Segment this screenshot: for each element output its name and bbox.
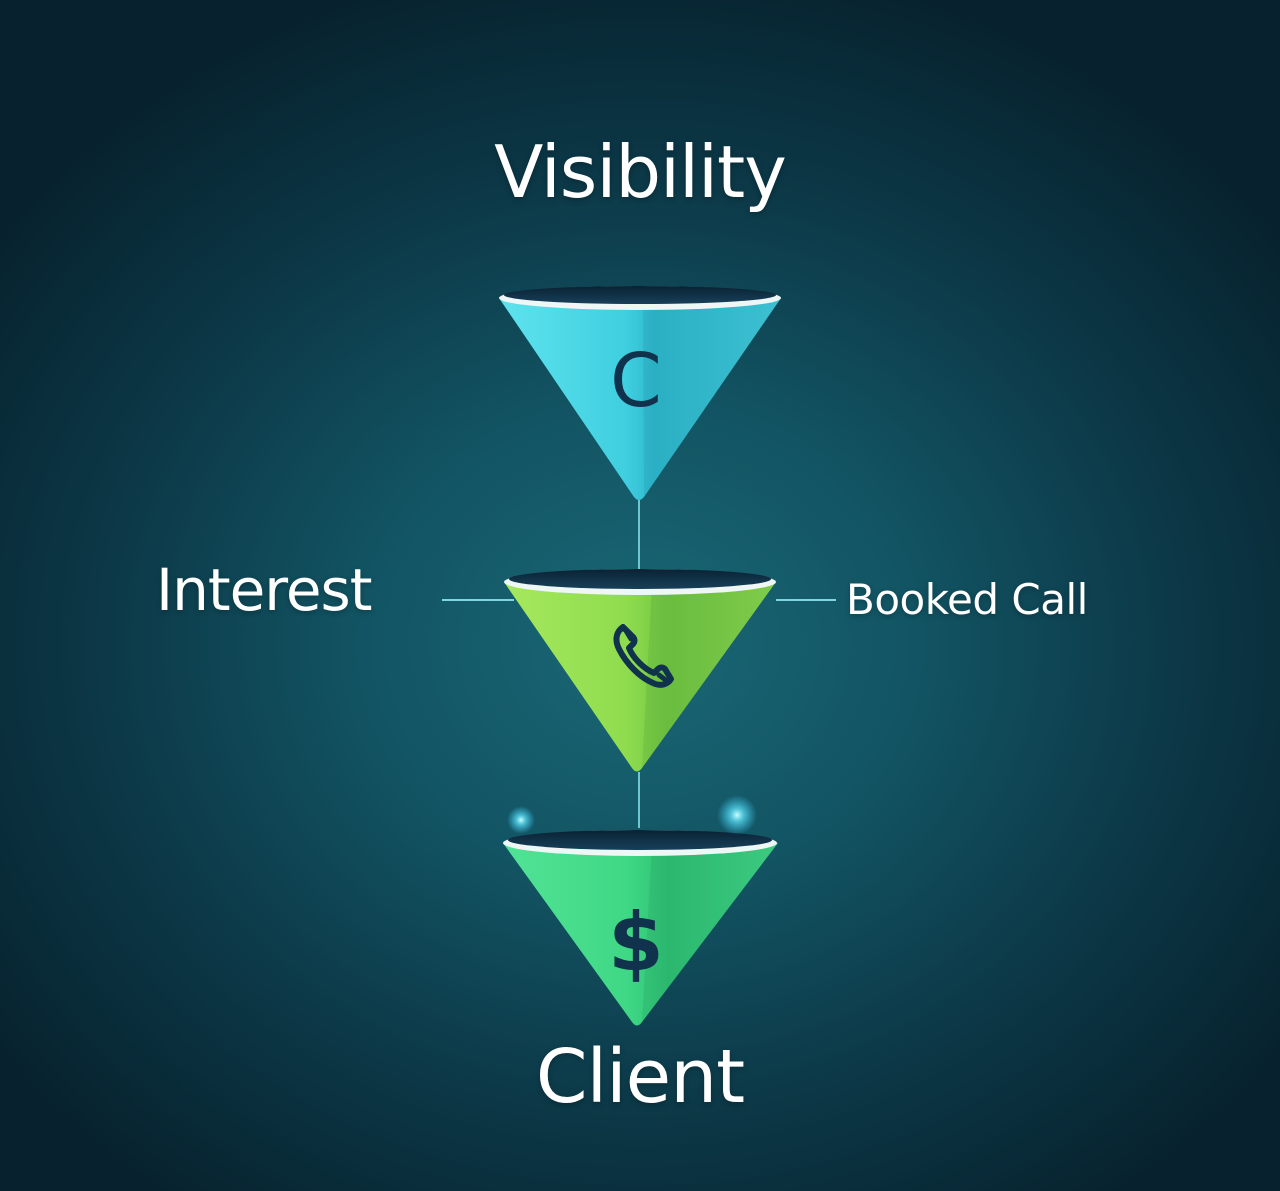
stage-label-client: Client <box>535 1034 745 1120</box>
funnel-middle <box>504 569 776 772</box>
letter-c-icon: C <box>610 338 662 424</box>
dollar-icon: $ <box>608 896 664 989</box>
phone-icon <box>613 624 674 688</box>
glow-left <box>507 806 535 834</box>
stage-label-visibility: Visibility <box>494 130 787 214</box>
glow-right <box>717 795 757 835</box>
stage-label-interest: Interest <box>156 556 373 624</box>
stage-label-booked-call: Booked Call <box>846 575 1088 624</box>
funnel-bottom: $ <box>503 830 778 1026</box>
funnel-top: C <box>499 286 781 500</box>
